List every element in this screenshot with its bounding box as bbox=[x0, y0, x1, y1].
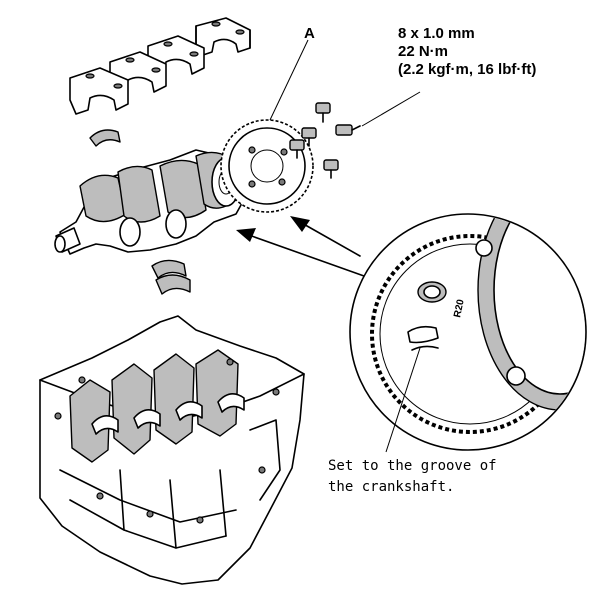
bolt bbox=[289, 139, 305, 159]
bolt bbox=[315, 102, 331, 123]
leader-line-note bbox=[385, 347, 421, 453]
direction-arrows bbox=[236, 216, 365, 277]
lower-bearing-shells bbox=[151, 259, 191, 295]
upper-bearing-shell bbox=[89, 129, 121, 147]
engine-block bbox=[39, 315, 305, 585]
bolt bbox=[323, 159, 339, 179]
leader-line-a bbox=[269, 39, 309, 121]
bearing-cap bbox=[69, 67, 129, 115]
sprocket-bolts bbox=[289, 102, 361, 179]
torque-nm-text: 22 N·m bbox=[398, 43, 448, 60]
callout-label-a: A bbox=[304, 25, 315, 42]
main-bearing-caps bbox=[69, 17, 251, 115]
bolt bbox=[335, 124, 361, 136]
detail-view: R20 bbox=[349, 213, 587, 451]
note-line-2: the crankshaft. bbox=[328, 479, 454, 495]
note-line-1: Set to the groove of bbox=[328, 458, 497, 474]
torque-alt-text: (2.2 kgf·m, 16 lbf·ft) bbox=[398, 61, 536, 78]
bolt bbox=[301, 127, 317, 147]
bolt-size-text: 8 x 1.0 mm bbox=[398, 25, 475, 42]
crankshaft bbox=[54, 149, 247, 255]
crankshaft-sprocket bbox=[220, 119, 314, 213]
bearing-cap bbox=[195, 17, 251, 57]
leader-line-bolt bbox=[361, 91, 421, 127]
r20-mark: R20 bbox=[452, 298, 467, 319]
